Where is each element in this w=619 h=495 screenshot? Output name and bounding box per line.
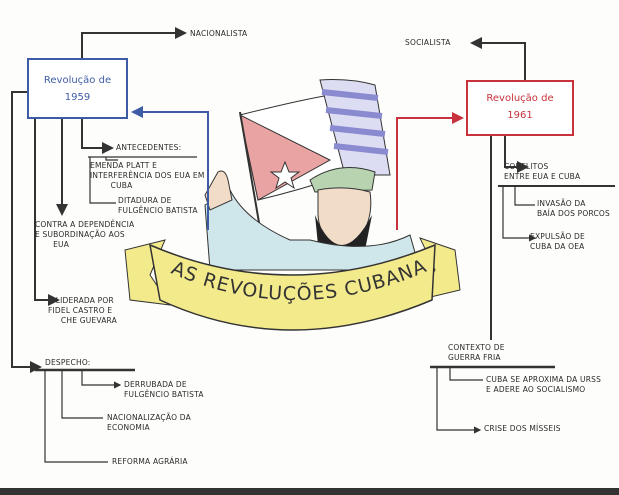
despecho-item: Nacionalização da Economia: [107, 413, 191, 432]
antecedentes-label: Antecedentes:: [116, 143, 182, 152]
antecedente-item: Emenda Platt e interferência dos EUA em …: [90, 161, 205, 190]
right-connectors: [430, 37, 615, 430]
contexto-item: Cuba se aproxima da URSS e adere ao soci…: [486, 375, 602, 394]
despecho-item: Reforma Agrária: [112, 457, 188, 466]
contexto-item: Crise dos mísseis: [484, 424, 561, 433]
conflito-item: Invasão da Baía dos Porcos: [537, 199, 610, 218]
fidel-castro-illustration: [204, 167, 421, 271]
liderada-label: Liderada por Fidel Castro e Che Guevara: [48, 296, 117, 325]
antecedente-item: Ditadura de Fulgêncio Batista: [118, 196, 198, 215]
title-banner: AS REVOLUÇÕES CUBANAS: [0, 0, 461, 331]
revolution-1959-box: Revolução de 1959: [27, 58, 128, 119]
scan-edge: [0, 488, 619, 495]
contexto-label: Contexto de Guerra Fria: [448, 343, 505, 362]
contra-label: Contra a dependência e subordinação aos …: [35, 220, 135, 249]
nacionalista-label: Nacionalista: [190, 29, 248, 38]
box-title: Revolução de: [43, 75, 112, 86]
box-year: 1961: [507, 110, 533, 121]
socialista-label: Socialista: [405, 38, 451, 47]
conflito-item: Expulsão de Cuba da OEA: [530, 232, 585, 251]
revolution-1961-box: Revolução de 1961: [466, 80, 574, 136]
left-connectors: [11, 27, 197, 463]
despecho-item: Derrubada de Fulgêncio Batista: [124, 380, 204, 399]
cuban-flag-illustration: [239, 79, 391, 241]
box-title: Revolução de: [486, 93, 554, 104]
despecho-label: Despecho:: [45, 358, 91, 367]
conflitos-label: Conflitos entre EUA e Cuba: [504, 162, 581, 181]
box-year: 1959: [64, 92, 91, 103]
